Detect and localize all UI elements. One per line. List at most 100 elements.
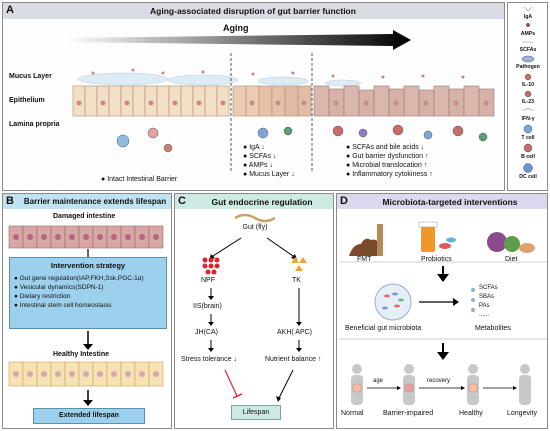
strategy-title: Intervention strategy bbox=[50, 261, 126, 270]
legend-label: B cell bbox=[521, 154, 535, 160]
il10-icon bbox=[524, 73, 532, 81]
legend-label: IL-10 bbox=[521, 82, 535, 88]
epithelium-cells-young bbox=[72, 85, 230, 117]
old-note: ● Inflammatory cytokiness ↑ bbox=[346, 171, 433, 178]
middle-note: ● AMPs ↓ bbox=[243, 162, 273, 169]
stage-normal: Normal bbox=[341, 410, 364, 417]
panel-a-illustration bbox=[63, 30, 495, 171]
strategy-box: Intervention strategy ● Gut gene regulat… bbox=[9, 257, 167, 329]
jh-label: JH(CA) bbox=[195, 329, 218, 336]
t-cell-icon bbox=[523, 124, 533, 134]
strategy-item: ● Dietary restriction bbox=[14, 293, 71, 300]
metabolite-item: ...... bbox=[479, 312, 490, 318]
panel-d-title-bar bbox=[337, 194, 547, 209]
cell-nuclei bbox=[76, 100, 489, 106]
panel-a-letter: A bbox=[6, 4, 14, 16]
iga-icon bbox=[523, 6, 533, 12]
stress-inhibit-bar bbox=[232, 393, 243, 399]
age-label: age bbox=[373, 378, 384, 384]
fmt-label: FMT bbox=[357, 256, 372, 263]
middle-note: ● SCFAs ↓ bbox=[243, 153, 277, 160]
aging-label: Aging bbox=[223, 23, 249, 33]
panel-d-letter: D bbox=[340, 195, 348, 207]
panel-a-title-bar bbox=[3, 3, 504, 19]
gut-source-label: Gut (fly) bbox=[242, 224, 268, 231]
fmt-icon bbox=[349, 238, 383, 256]
microbiota-label: Beneficial gut microbiota bbox=[345, 325, 422, 332]
panel-c-title-bar bbox=[175, 194, 333, 209]
tk-triangles bbox=[291, 257, 307, 271]
layer-label-epithelium: Epithelium bbox=[9, 97, 45, 104]
legend-label: DC cell bbox=[519, 174, 537, 180]
nutrient-balance-label: Nutrient balance ↑ bbox=[265, 356, 322, 363]
panel-b-title-bar bbox=[3, 194, 171, 209]
microbes bbox=[91, 68, 465, 79]
strategy-item: ● Gut gene regulation(IAP,FKH,Ssk,PGC-1α… bbox=[14, 275, 144, 282]
diet-icon bbox=[487, 232, 507, 252]
middle-note: ● IgA ↓ bbox=[243, 144, 265, 151]
ifn-icon bbox=[522, 108, 534, 112]
panel-c-title: Gut endocrine regulation bbox=[211, 197, 313, 207]
npf-dots bbox=[202, 257, 220, 275]
human-silhouettes bbox=[351, 364, 531, 405]
strategy-list: ● Gut gene regulation(IAP,FKH,Ssk,PGC-1α… bbox=[14, 274, 144, 310]
damaged-intestine-label: Damaged intestine bbox=[53, 213, 116, 220]
legend-icons bbox=[521, 6, 535, 173]
legend-label: SCFAs bbox=[519, 47, 537, 53]
stage-healthy: Healthy bbox=[459, 410, 483, 417]
metabolite-item: PAs bbox=[479, 303, 490, 309]
old-notes: ● SCFAs and bile acids ↓ ● Gut barrier d… bbox=[346, 143, 433, 179]
stress-inhibit-line bbox=[224, 369, 238, 397]
panel-a: A Aging-associated disruption of gut bar… bbox=[2, 2, 505, 191]
extended-lifespan-box: Extended lifespan bbox=[33, 408, 145, 424]
probiotics-icon bbox=[421, 224, 435, 252]
metabolite-icons bbox=[471, 288, 475, 312]
middle-note: ● Mucus Layer ↓ bbox=[243, 171, 295, 178]
b-cell-icon bbox=[523, 143, 533, 153]
layer-label-mucus: Mucus Layer bbox=[9, 73, 52, 80]
pathogen-icon bbox=[521, 55, 535, 63]
panel-d: D Microbiota-targeted interventions bbox=[336, 193, 548, 429]
diet-label: Diet bbox=[505, 256, 518, 263]
panel-b-illustration bbox=[8, 225, 164, 406]
strategy-item: ● Vesicular dynamics(SDPN-1) bbox=[14, 284, 104, 291]
stress-tolerance-label: Stress tolerance ↓ bbox=[181, 356, 238, 363]
strategy-item: ● Intestinal stem cell homeostasis bbox=[14, 302, 112, 309]
mucus-layer bbox=[77, 72, 362, 87]
nutrient-to-lifespan-arrow bbox=[278, 369, 294, 399]
stage-barrier-impaired: Barrier-impaired bbox=[383, 410, 434, 417]
panel-a-title: Aging-associated disruption of gut barri… bbox=[150, 6, 356, 16]
panel-b-title: Barrier maintenance extends lifespan bbox=[23, 197, 167, 206]
metabolite-item: SCFAs bbox=[479, 285, 498, 291]
npf-label: NPF bbox=[201, 277, 215, 284]
gut-to-tk-arrow bbox=[266, 237, 294, 257]
metabolites-label: Metabolites bbox=[475, 325, 511, 332]
probiotics-label: Probiotics bbox=[421, 256, 452, 263]
legend-label: IFN-γ bbox=[521, 116, 535, 122]
stage-longevity: Longevity bbox=[507, 410, 537, 417]
akh-label: AKH( APC) bbox=[277, 329, 313, 336]
young-note: ● Intact Intestinal Barrier bbox=[101, 176, 178, 183]
panel-c-diagram bbox=[202, 213, 307, 402]
gut-organ-icons bbox=[352, 383, 478, 393]
tk-label: TK bbox=[292, 277, 301, 284]
old-note: ● Gut barrier dysfunction ↑ bbox=[346, 153, 429, 160]
legend-panel: IgA AMPs SCFAs Pathogen IL-10 IL-23 IFN-… bbox=[507, 2, 548, 191]
metabolite-item: SBAs bbox=[479, 294, 495, 300]
layer-label-lamina-propria: Lamina propria bbox=[9, 121, 60, 128]
dc-cell-icon bbox=[523, 163, 533, 173]
panel-d-title: Microbiota-targeted interventions bbox=[382, 197, 518, 207]
panel-c-letter: C bbox=[178, 195, 186, 207]
panel-d-illustration bbox=[339, 221, 547, 405]
damaged-nuclei bbox=[13, 234, 159, 240]
healthy-intestine-label: Healthy Intestine bbox=[53, 351, 110, 358]
panel-b: B Barrier maintenance extends lifespan D… bbox=[2, 193, 172, 429]
legend-label: Pathogen bbox=[516, 64, 540, 70]
metabolite-list: SCFAs SBAs PAs ...... bbox=[479, 284, 498, 320]
epithelium-cells-old bbox=[313, 85, 495, 117]
panel-b-letter: B bbox=[6, 195, 14, 207]
gut-to-npf-arrow bbox=[212, 237, 242, 257]
legend-label: AMPs bbox=[520, 31, 536, 37]
lifespan-box: Lifespan bbox=[231, 405, 281, 420]
old-note: ● SCFAs and bile acids ↓ bbox=[346, 144, 425, 151]
